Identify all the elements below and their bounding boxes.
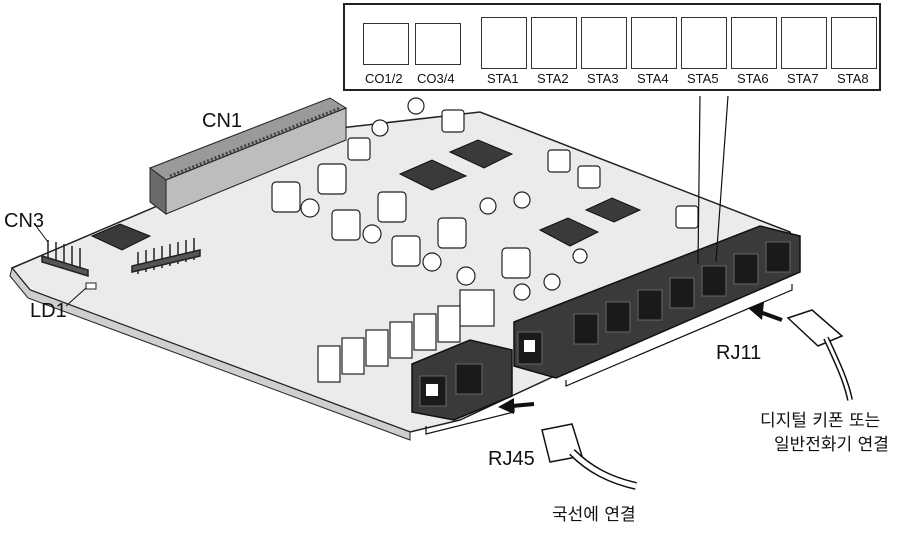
ic-chip (584, 197, 642, 223)
cn1-label: CN1 (202, 110, 243, 132)
panel-leader-line (715, 95, 729, 263)
sta-port-label: STA4 (637, 71, 669, 86)
co-port (363, 23, 409, 65)
cn3-header (41, 240, 89, 278)
sta-port-label: STA2 (537, 71, 569, 86)
co-note: 국선에 연결 (552, 505, 636, 525)
sta-port (581, 17, 627, 69)
port-panel: CO1/2 CO3/4 STA1 STA2 STA3 STA4 STA5 STA… (343, 3, 881, 91)
sta-port (631, 17, 677, 69)
ic-chip (398, 159, 468, 191)
sta-port (531, 17, 577, 69)
cn3-pointer (35, 225, 49, 243)
rj45-jacks (411, 339, 513, 421)
ld1-led (85, 282, 97, 290)
sta-port-label: STA3 (587, 71, 619, 86)
panel-leader-line (697, 95, 701, 265)
ld1-pointer (65, 287, 87, 307)
ld1-label: LD1 (30, 300, 67, 322)
cn1-connector (148, 97, 348, 215)
station-note-line2: 일반전화기 연결 (774, 435, 889, 455)
ic-chip (538, 217, 600, 247)
sta-port-label: STA8 (837, 71, 869, 86)
board-edge (9, 266, 411, 441)
rj11-label: RJ11 (716, 342, 762, 364)
pin-header (131, 238, 201, 274)
sta-port-label: STA7 (787, 71, 819, 86)
station-note-line1: 디지털 키폰 또는 (760, 411, 881, 431)
sta-port-label: STA6 (737, 71, 769, 86)
rj45-insert-arrow (498, 398, 535, 414)
sta-port (481, 17, 527, 69)
sta-port (831, 17, 877, 69)
rj11-bracket (565, 284, 793, 387)
rj45-plug (541, 423, 637, 490)
co-port-label: CO1/2 (365, 71, 403, 86)
sta-port-label: STA1 (487, 71, 519, 86)
rj11-jacks (513, 225, 801, 379)
sta-port-label: STA5 (687, 71, 719, 86)
co-port (415, 23, 461, 65)
sta-port (681, 17, 727, 69)
cn3-label: CN3 (4, 210, 45, 232)
relay-blocks (317, 305, 461, 383)
sta-port (781, 17, 827, 69)
ic-chip (448, 139, 514, 169)
coil-components (271, 97, 699, 327)
rj11-insert-arrow (748, 302, 783, 322)
co-port-label: CO3/4 (417, 71, 455, 86)
ic-chip (90, 223, 152, 251)
rj45-label: RJ45 (488, 448, 535, 470)
sta-port (731, 17, 777, 69)
rj11-plug (786, 309, 853, 401)
